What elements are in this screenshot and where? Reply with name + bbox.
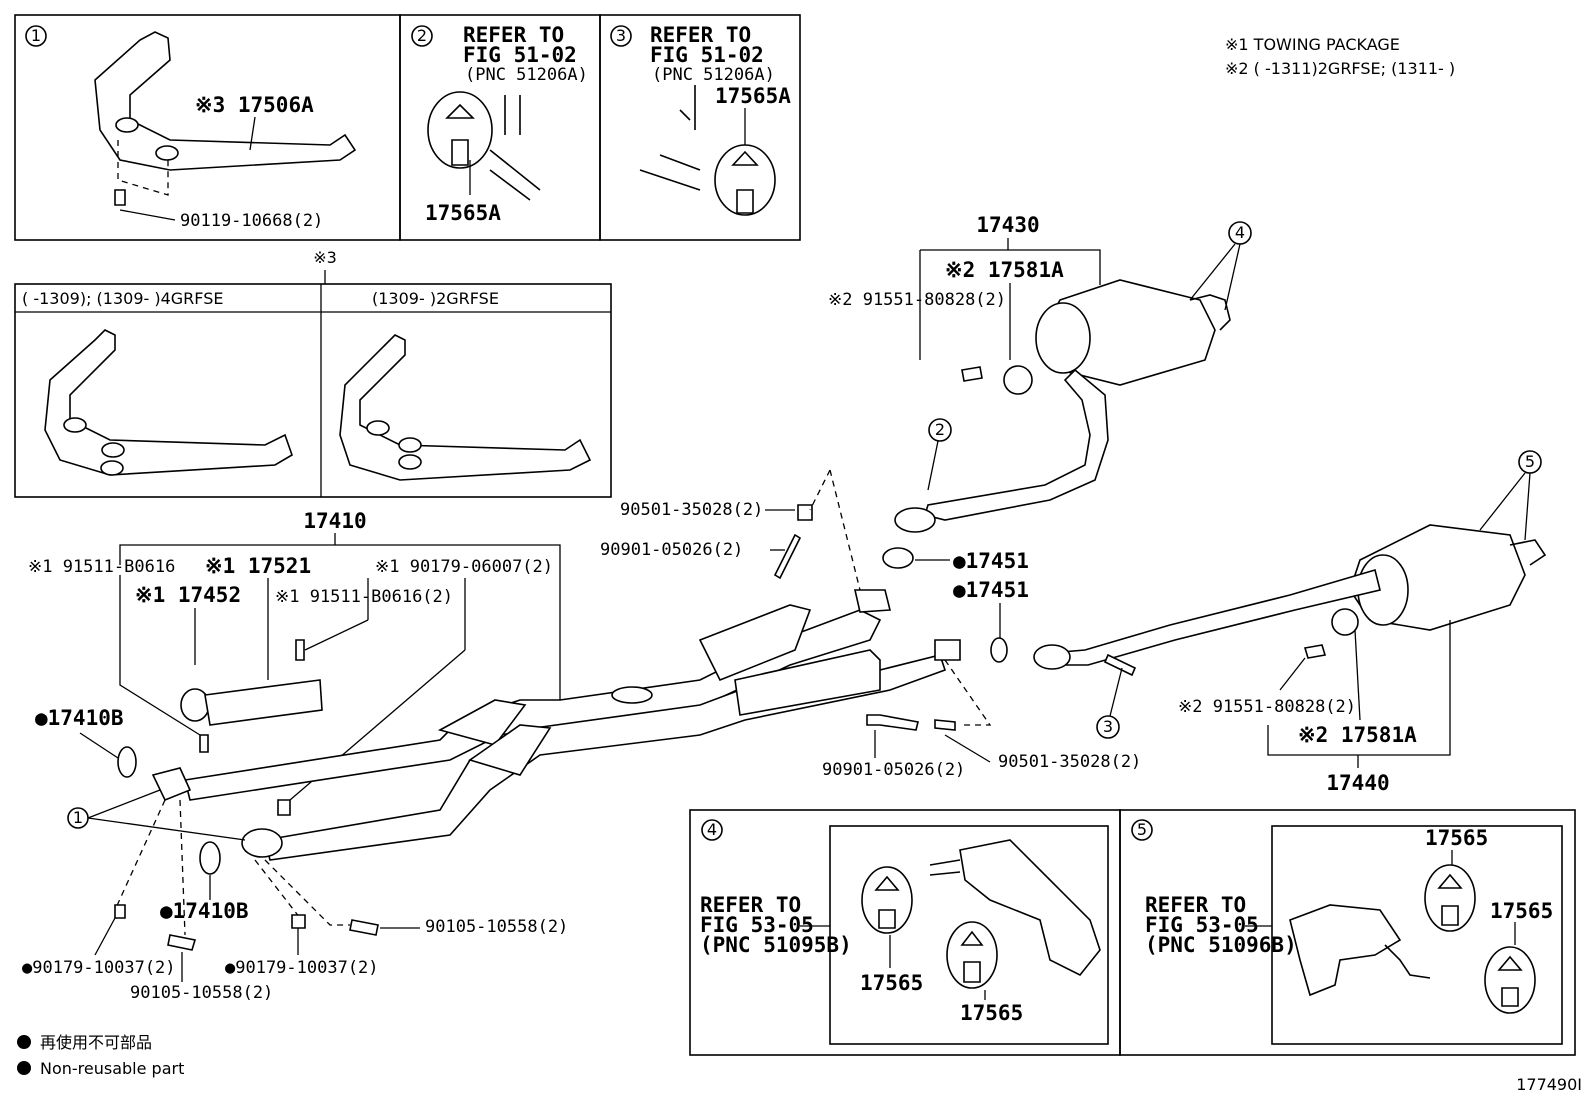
inset-4-ref-line-2: FIG 53-05 [700, 913, 814, 937]
inset-3-ref-line-3: (PNC 51206A) [652, 65, 775, 85]
front-pipe-assembly: 17410 ※1 91511-B0616 ※1 17521 ※1 90179-0… [28, 509, 961, 861]
legend: 再使用不可部品 Non-reusable part [17, 1033, 184, 1078]
inset-5-ref-line-3: (PNC 51096B) [1145, 933, 1297, 957]
part-90105-10558-b: 90105-10558(2) [425, 917, 568, 937]
part-17410: 17410 [303, 509, 366, 533]
callout-5: 5 [1525, 452, 1535, 471]
muffler-lower: 5 3 ※2 91551-80828(2) ※2 17581A 17440 [1033, 450, 1547, 795]
inset-5-number: 5 [1137, 820, 1147, 839]
inset-box-5: 5 REFER TO FIG 53-05 (PNC 51096B) 17565 … [1119, 809, 1576, 1056]
part-17440: 17440 [1326, 771, 1389, 795]
note-towing-package: ※1 TOWING PACKAGE [1225, 35, 1400, 54]
inset-box-3: 3 REFER TO FIG 51-02 (PNC 51206A) 17565A [599, 14, 801, 241]
part-17410B-b: ●17410B [160, 899, 249, 923]
inset-3-number: 3 [616, 26, 626, 45]
part-90179-10037-a: ●90179-10037(2) [22, 958, 176, 978]
variant-left-header: ( -1309); (1309- )4GRFSE [22, 289, 223, 308]
figure-id: 177490I [1516, 1075, 1582, 1094]
part-91511-B0616-b: ※1 91511-B0616(2) [275, 587, 453, 607]
part-17565-box5-a: 17565 [1425, 826, 1488, 850]
part-17565A-box3: 17565A [715, 84, 791, 108]
part-90179-10037-b: ●90179-10037(2) [225, 958, 379, 978]
part-90901-05026-b: 90901-05026(2) [822, 760, 965, 780]
inset-2-ref-line-1: REFER TO [463, 23, 564, 47]
inset-3-ref-line-2: FIG 51-02 [650, 43, 764, 67]
legend-en: Non-reusable part [40, 1059, 184, 1078]
callout-3: 3 [1103, 717, 1113, 736]
part-91511-B0616-a: ※1 91511-B0616 [28, 557, 175, 577]
part-17581A-a: ※2 17581A [945, 258, 1064, 282]
part-90501-35028-a: 90501-35028(2) [620, 500, 763, 520]
part-17581A-b: ※2 17581A [1298, 723, 1417, 747]
inset-2-ref-line-3: (PNC 51206A) [465, 65, 588, 85]
inset-5-ref-line-2: FIG 53-05 [1145, 913, 1259, 937]
inset-box-2: 2 REFER TO FIG 51-02 (PNC 51206A) 17565A [399, 14, 601, 241]
part-17451-a: ●17451 [953, 549, 1029, 573]
callout-2: 2 [935, 420, 945, 439]
inset-box-4: 4 REFER TO FIG 53-05 (PNC 51095B) 17565 … [689, 809, 1121, 1056]
variant-box: ※3 ( -1309); (1309- )4GRFSE (1309- )2GRF… [14, 248, 612, 498]
part-17565-box4-b: 17565 [960, 1001, 1023, 1025]
part-17506A: ※3 17506A [195, 93, 314, 117]
inset-2-number: 2 [417, 26, 427, 45]
part-17565-box5-b: 17565 [1490, 899, 1553, 923]
inset-2-ref-line-2: FIG 51-02 [463, 43, 577, 67]
inset-4-ref-line-3: (PNC 51095B) [700, 933, 852, 957]
inset-4-ref-line-1: REFER TO [700, 893, 801, 917]
part-91551-80828-b: ※2 91551-80828(2) [1178, 697, 1356, 717]
middle-fasteners: 90501-35028(2) 90901-05026(2) ●17451 ●17… [600, 469, 1141, 780]
legend-bullet-2 [17, 1061, 31, 1075]
inset-4-number: 4 [707, 820, 717, 839]
part-90105-10558-a: 90105-10558(2) [130, 983, 273, 1003]
legend-bullet-1 [17, 1035, 31, 1049]
part-90179-06007: ※1 90179-06007(2) [375, 557, 553, 577]
variant-right-header: (1309- )2GRFSE [372, 289, 499, 308]
callout-1: 1 [73, 808, 83, 827]
note-engine-range: ※2 ( -1311)2GRFSE; (1311- ) [1225, 59, 1455, 78]
callout-4: 4 [1235, 223, 1245, 242]
part-91551-80828-a: ※2 91551-80828(2) [828, 290, 1006, 310]
inset-1-number: 1 [31, 26, 41, 45]
part-17565-box4-a: 17565 [860, 971, 923, 995]
part-17430: 17430 [976, 213, 1039, 237]
part-90501-35028-b: 90501-35028(2) [998, 752, 1141, 772]
inset-3-ref-line-1: REFER TO [650, 23, 751, 47]
part-17521: ※1 17521 [205, 554, 311, 578]
legend-jp: 再使用不可部品 [40, 1033, 152, 1052]
gasket-group-left: ●17410B ●17410B 1 ●90179-10037(2) 90105-… [22, 706, 568, 1003]
muffler-upper: 17430 ※2 17581A ※2 91551-80828(2) 4 2 [828, 213, 1252, 533]
inset-box-1: 1 ※3 17506A 90119-10668(2) [14, 14, 401, 241]
part-17565A-box2: 17565A [425, 201, 501, 225]
part-17452: ※1 17452 [135, 583, 241, 607]
variant-marker: ※3 [313, 248, 337, 267]
part-17410B-a: ●17410B [35, 706, 124, 730]
part-90119-10668: 90119-10668(2) [180, 211, 323, 231]
inset-5-ref-line-1: REFER TO [1145, 893, 1246, 917]
part-90901-05026-a: 90901-05026(2) [600, 540, 743, 560]
part-17451-b: ●17451 [953, 578, 1029, 602]
